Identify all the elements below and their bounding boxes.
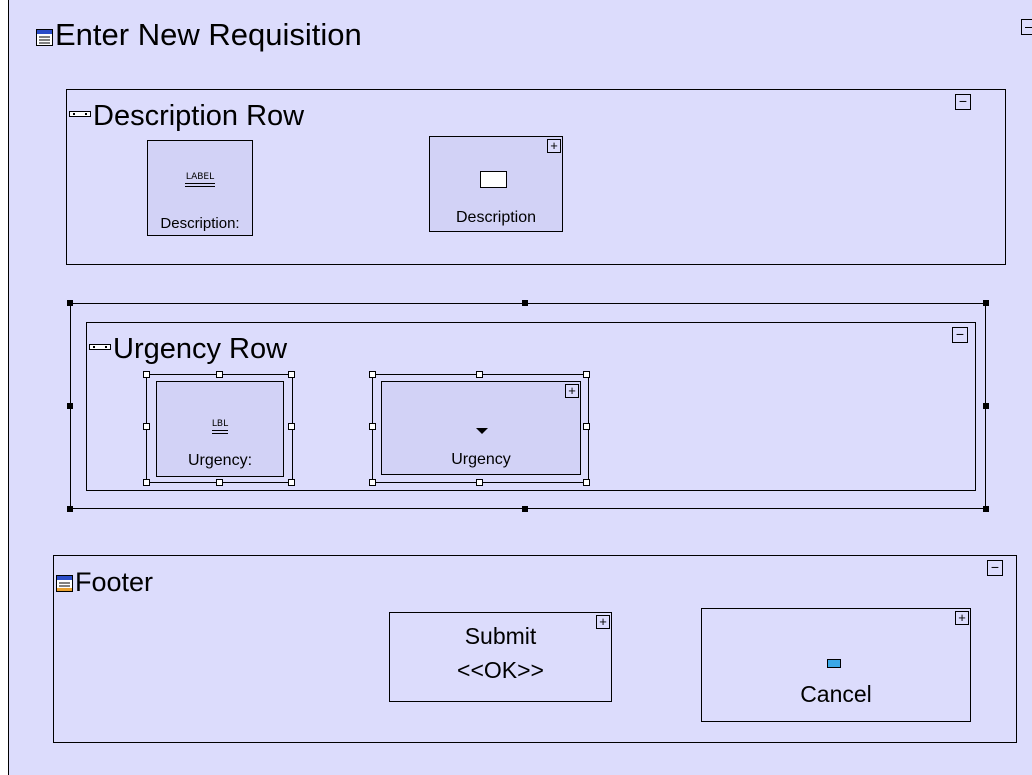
resize-handle[interactable] bbox=[369, 423, 376, 430]
submit-line1: Submit bbox=[464, 623, 537, 649]
description-label-widget[interactable]: LABEL Description: bbox=[147, 140, 253, 236]
textbox-icon bbox=[480, 171, 507, 188]
urgency-row-title: Urgency Row bbox=[89, 333, 287, 366]
resize-handle[interactable] bbox=[583, 479, 590, 486]
description-field-caption: Description bbox=[455, 209, 537, 226]
row-icon bbox=[69, 111, 91, 118]
label-icon: LABEL bbox=[148, 171, 252, 187]
submit-line2: <<OK>> bbox=[457, 657, 544, 683]
form-title: Enter New Requisition bbox=[36, 17, 362, 53]
urgency-label-caption: Urgency: bbox=[187, 452, 253, 469]
dropdown-arrow-icon bbox=[476, 428, 488, 434]
resize-handle[interactable] bbox=[288, 371, 295, 378]
resize-handle[interactable] bbox=[216, 479, 223, 486]
selection-handle[interactable] bbox=[67, 403, 73, 409]
selection-handle[interactable] bbox=[67, 300, 73, 306]
resize-handle[interactable] bbox=[369, 371, 376, 378]
submit-expand-button[interactable]: + bbox=[596, 615, 610, 629]
description-field-expand-button[interactable]: + bbox=[547, 139, 561, 153]
resize-handle[interactable] bbox=[288, 479, 295, 486]
footer-title: Footer bbox=[56, 567, 153, 598]
resize-handle[interactable] bbox=[369, 479, 376, 486]
resize-handle[interactable] bbox=[288, 423, 295, 430]
footer-panel[interactable]: Footer − + Submit <<OK>> + Cancel bbox=[53, 555, 1017, 743]
description-field-widget[interactable]: + Description bbox=[429, 136, 563, 232]
urgency-dropdown-expand-button[interactable]: + bbox=[565, 384, 579, 398]
selection-handle[interactable] bbox=[983, 300, 989, 306]
urgency-dropdown-widget[interactable]: + Urgency bbox=[381, 381, 581, 475]
footer-collapse-button[interactable]: − bbox=[987, 560, 1003, 576]
footer-icon bbox=[56, 568, 73, 599]
resize-handle[interactable] bbox=[143, 371, 150, 378]
cancel-button-widget[interactable]: + Cancel bbox=[701, 608, 971, 722]
urgency-row-title-text: Urgency Row bbox=[113, 333, 288, 365]
resize-handle[interactable] bbox=[476, 479, 483, 486]
selection-handle[interactable] bbox=[522, 506, 528, 512]
description-row-title-text: Description Row bbox=[93, 100, 305, 132]
selection-handle[interactable] bbox=[983, 506, 989, 512]
description-label-caption: Description: bbox=[160, 215, 240, 232]
resize-handle[interactable] bbox=[143, 479, 150, 486]
cancel-caption: Cancel bbox=[800, 681, 872, 707]
cancel-expand-button[interactable]: + bbox=[955, 611, 969, 625]
form-collapse-button[interactable] bbox=[1021, 19, 1032, 35]
urgency-label-widget[interactable]: LBL Urgency: bbox=[156, 381, 284, 477]
resize-handle[interactable] bbox=[583, 371, 590, 378]
button-icon bbox=[827, 659, 841, 668]
urgency-row-collapse-button[interactable]: − bbox=[952, 327, 968, 343]
resize-handle[interactable] bbox=[143, 423, 150, 430]
submit-button-widget[interactable]: + Submit <<OK>> bbox=[389, 612, 612, 702]
designer-canvas: Enter New Requisition Description Row − … bbox=[8, 0, 1032, 775]
label-icon: LBL bbox=[157, 418, 283, 434]
form-icon bbox=[36, 18, 53, 54]
description-row-panel[interactable]: Description Row − LABEL Description: + D… bbox=[66, 89, 1006, 265]
row-icon bbox=[89, 344, 111, 351]
selection-handle[interactable] bbox=[522, 300, 528, 306]
form-title-text: Enter New Requisition bbox=[55, 17, 362, 52]
urgency-dropdown-caption: Urgency bbox=[451, 451, 511, 468]
selection-handle[interactable] bbox=[67, 506, 73, 512]
resize-handle[interactable] bbox=[476, 371, 483, 378]
resize-handle[interactable] bbox=[216, 371, 223, 378]
urgency-row-panel[interactable]: Urgency Row − LBL Urgency: + Urgency bbox=[86, 322, 976, 491]
description-row-title: Description Row bbox=[69, 100, 304, 133]
description-row-collapse-button[interactable]: − bbox=[955, 94, 971, 110]
selection-handle[interactable] bbox=[983, 403, 989, 409]
resize-handle[interactable] bbox=[583, 423, 590, 430]
footer-title-text: Footer bbox=[75, 567, 154, 597]
